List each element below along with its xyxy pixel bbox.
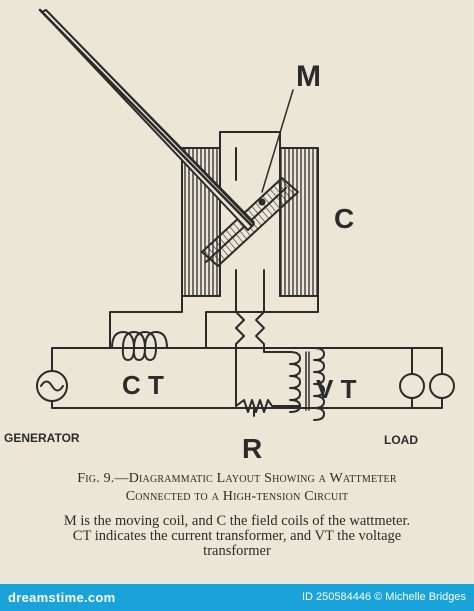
image-credit: ID 250584446 © Michelle Bridges bbox=[301, 591, 466, 603]
label-r: R bbox=[242, 433, 262, 464]
wattmeter-diagram: M C C T V T R GENERATOR LOAD bbox=[4, 8, 455, 464]
field-coil-right bbox=[279, 147, 319, 297]
label-c: C bbox=[334, 203, 354, 234]
load-symbols bbox=[399, 347, 455, 409]
caption-line-3: transformer bbox=[203, 543, 271, 559]
m-leader-line bbox=[261, 89, 294, 193]
figure-caption: M is the moving coil, and C the field co… bbox=[16, 514, 458, 559]
label-vt: V T bbox=[316, 374, 357, 404]
label-load: LOAD bbox=[384, 433, 418, 447]
caption-line-2: CT indicates the current transformer, an… bbox=[72, 528, 402, 544]
central-core bbox=[181, 131, 319, 297]
label-m: M bbox=[296, 60, 321, 93]
field-coil-leads bbox=[109, 295, 319, 349]
stock-footer-bar: dreamstime.com ID 250584446 © Michelle B… bbox=[0, 584, 474, 611]
moving-coil-leads bbox=[235, 295, 301, 413]
line-conductors bbox=[51, 347, 443, 409]
voltage-transformer bbox=[289, 347, 325, 421]
generator-symbol bbox=[36, 370, 68, 402]
current-transformer bbox=[111, 331, 168, 361]
label-ct: C T bbox=[122, 370, 164, 400]
pointer-needle bbox=[38, 8, 255, 231]
caption-line-1: M is the moving coil, and C the field co… bbox=[63, 513, 411, 529]
dreamstime-logo[interactable]: dreamstime.com bbox=[8, 590, 116, 605]
figure-title: Fig. 9.—Diagrammatic Layout Showing a Wa… bbox=[0, 470, 474, 506]
label-generator: GENERATOR bbox=[4, 431, 80, 445]
figure-title-line-2: Connected to a High-tension Circuit bbox=[125, 489, 349, 504]
figure-title-line-1: Fig. 9.—Diagrammatic Layout Showing a Wa… bbox=[77, 471, 397, 486]
